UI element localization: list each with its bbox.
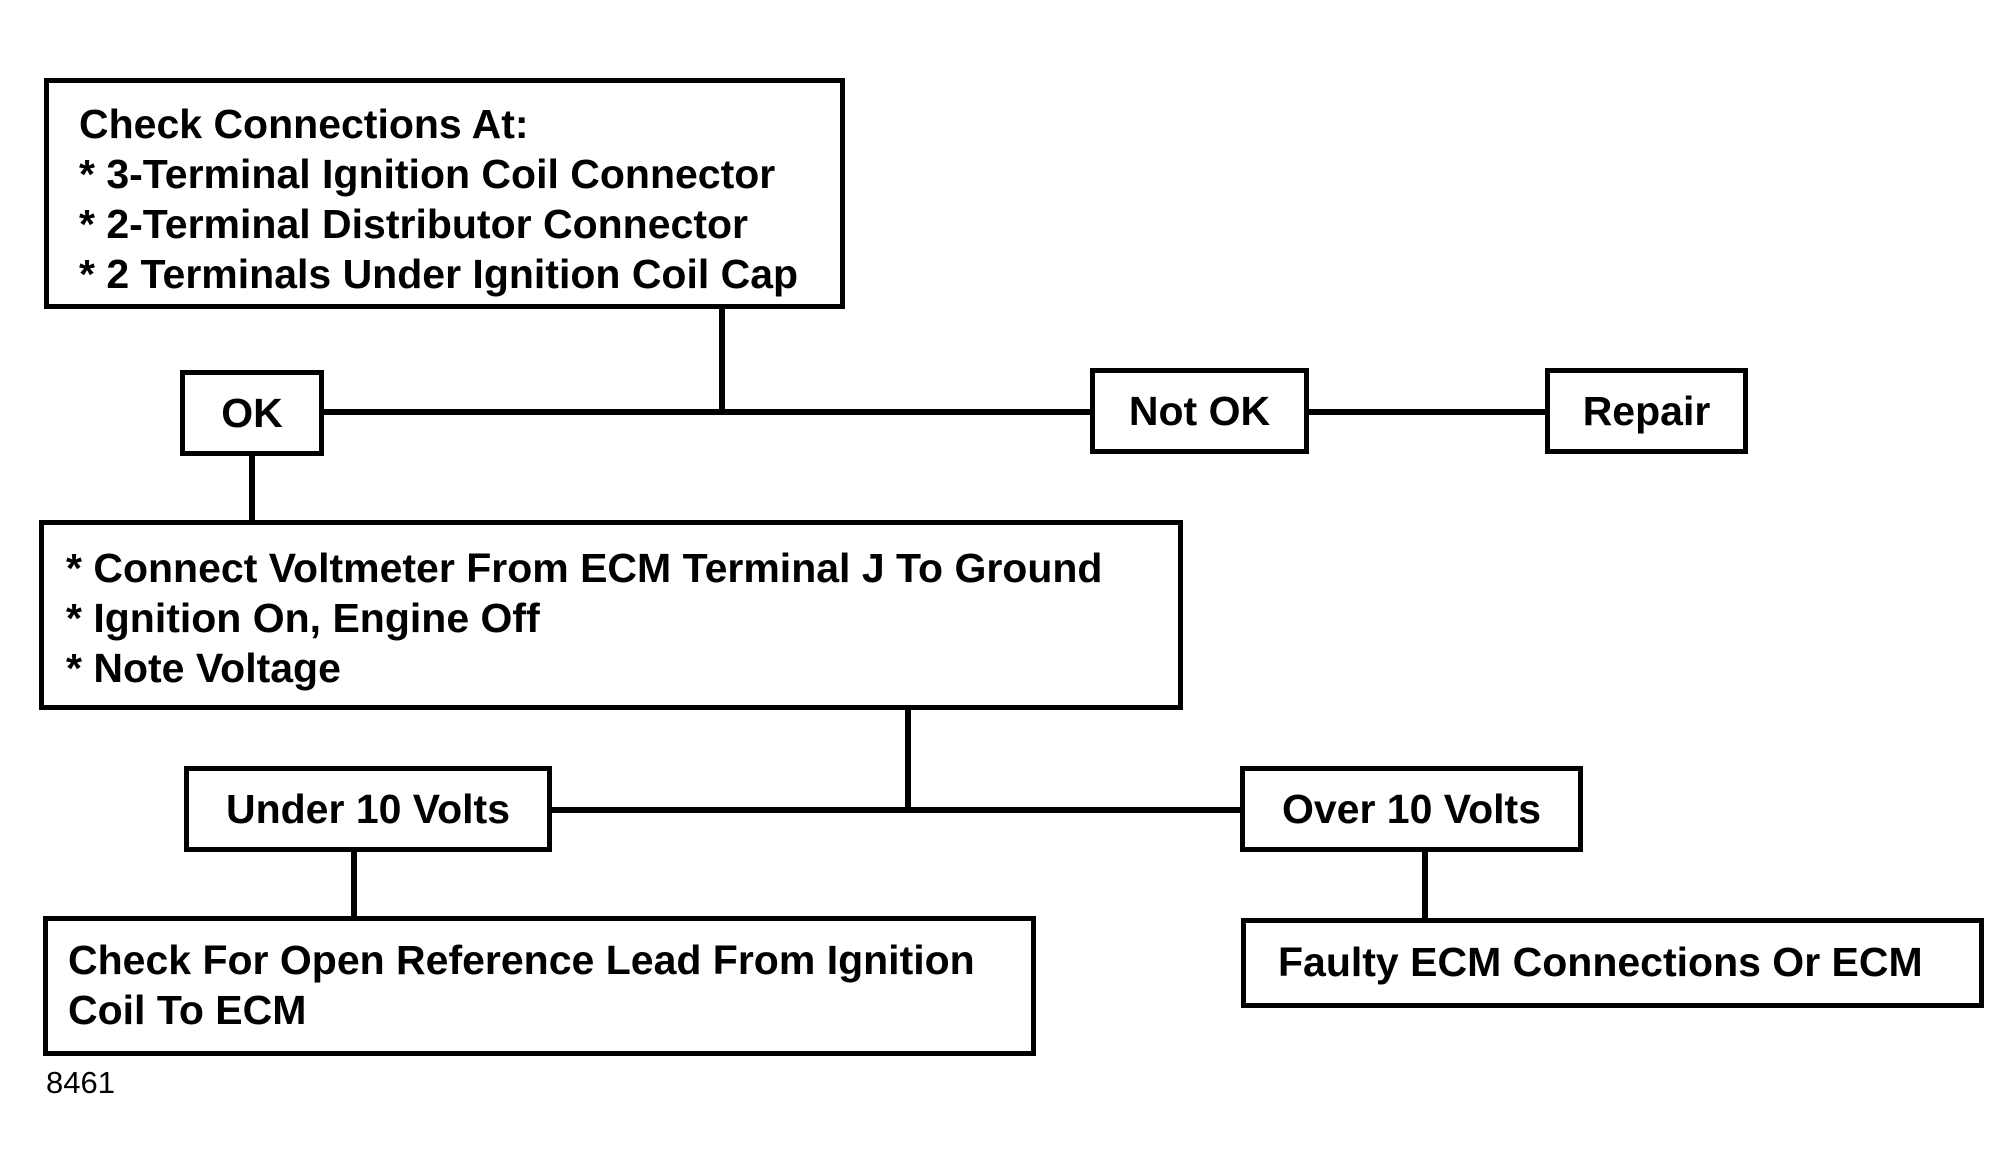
over-10-volts-box: Over 10 Volts: [1240, 766, 1583, 852]
check-connections-box: Check Connections At: * 3-Terminal Ignit…: [44, 78, 845, 309]
voltmeter-instructions-box: * Connect Voltmeter From ECM Terminal J …: [39, 520, 1183, 710]
ok-box: OK: [180, 370, 324, 456]
voltmeter-instruction: * Note Voltage: [66, 645, 341, 691]
repair-box: Repair: [1545, 368, 1748, 454]
open-reference-lead-text: Check For Open Reference Lead From Ignit…: [68, 937, 975, 983]
not-ok-label: Not OK: [1128, 388, 1271, 434]
under-10-volts-box: Under 10 Volts: [184, 766, 552, 852]
under-10-volts-label: Under 10 Volts: [225, 786, 511, 832]
check-connections-item: * 2-Terminal Distributor Connector: [79, 201, 748, 247]
check-connections-item: * 3-Terminal Ignition Coil Connector: [79, 151, 776, 197]
figure-code: 8461: [46, 1065, 115, 1100]
repair-label: Repair: [1582, 388, 1711, 434]
over-10-volts-label: Over 10 Volts: [1281, 786, 1542, 832]
not-ok-box: Not OK: [1090, 368, 1309, 454]
check-connections-item: * 2 Terminals Under Ignition Coil Cap: [79, 251, 799, 297]
open-reference-lead-box: Check For Open Reference Lead From Ignit…: [43, 916, 1036, 1056]
ok-label: OK: [221, 390, 283, 436]
faulty-ecm-box: Faulty ECM Connections Or ECM: [1241, 918, 1984, 1008]
voltmeter-instruction: * Ignition On, Engine Off: [66, 595, 540, 641]
open-reference-lead-text: Coil To ECM: [68, 987, 307, 1033]
voltmeter-instruction: * Connect Voltmeter From ECM Terminal J …: [66, 545, 1103, 591]
check-connections-heading: Check Connections At:: [79, 101, 529, 147]
faulty-ecm-text: Faulty ECM Connections Or ECM: [1278, 939, 1923, 985]
